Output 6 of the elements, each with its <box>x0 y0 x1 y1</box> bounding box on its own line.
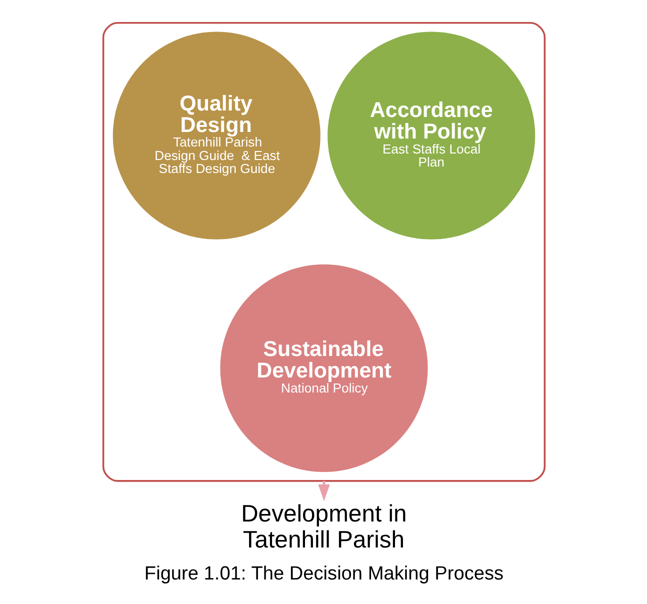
node-circle: Sustainable Development National Policy <box>220 264 428 472</box>
node-text: Development in Tatenhill Parish <box>240 500 406 554</box>
node-circle: Accordance with Policy East Staffs Local Plan <box>327 32 535 240</box>
node-circle: Quality Design Tatenhill Parish Design Guide & East Staffs Design Guide <box>112 32 320 240</box>
cluster <box>102 22 546 482</box>
caption: Figure 1.01: The Decision Making Process <box>144 564 504 585</box>
